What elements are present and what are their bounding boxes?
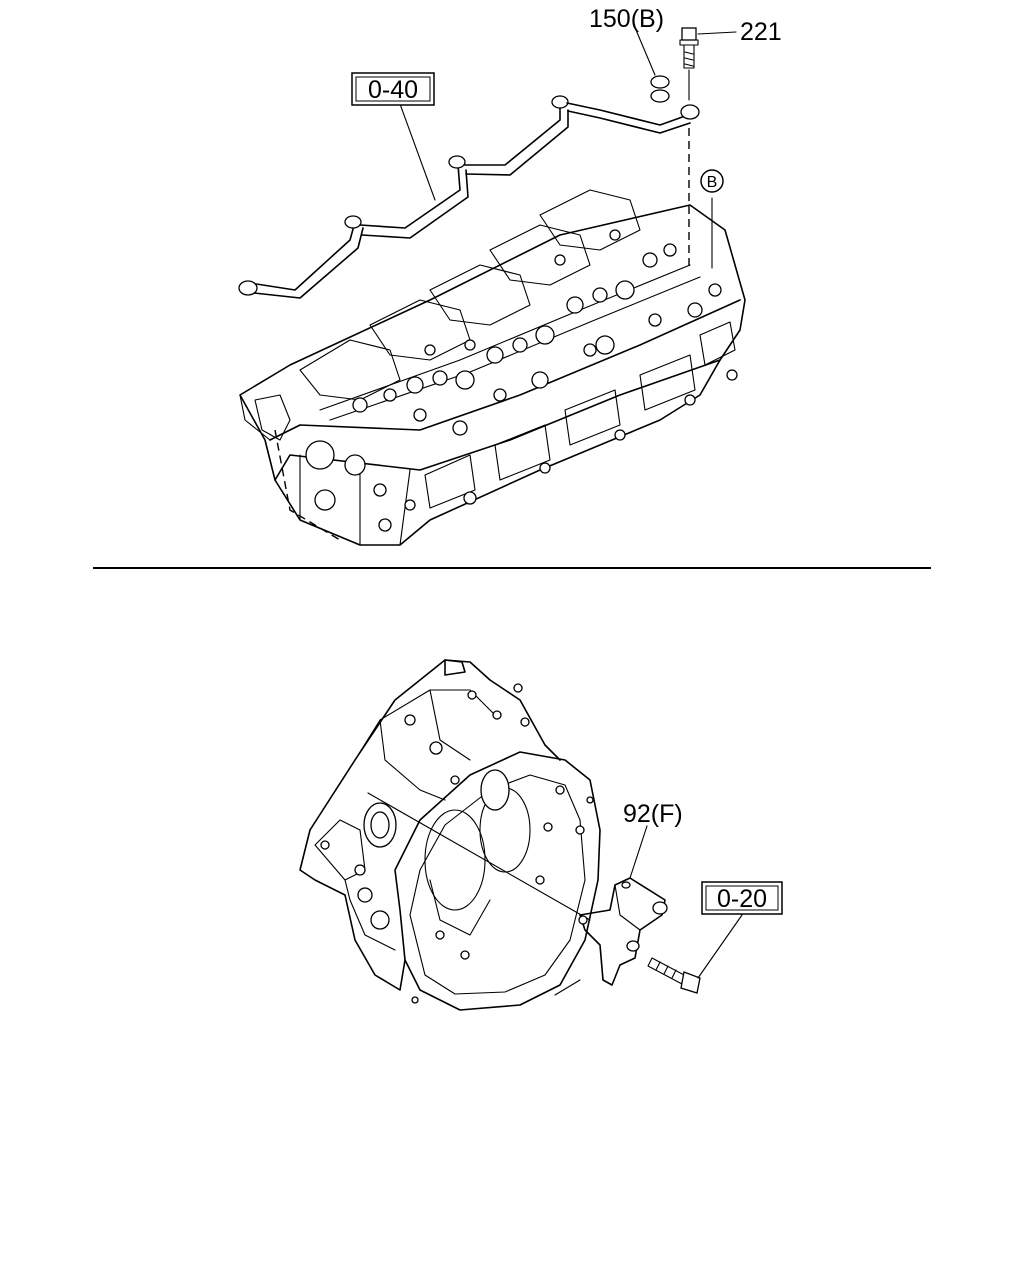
leader-0-40 — [399, 103, 436, 201]
bracket-92f-illustration — [578, 877, 668, 986]
mount-line — [367, 792, 591, 921]
leader-0-20 — [697, 914, 743, 979]
bolt-0-20-illustration — [647, 957, 701, 994]
flywheel-housing-illustration — [299, 659, 601, 1011]
leader-92f — [629, 825, 648, 879]
ref-label-0-40: 0-40 — [368, 76, 418, 104]
reference-box-0-40[interactable]: 0-40 — [351, 72, 435, 106]
leak-off-pipe — [238, 95, 700, 299]
leader-221 — [697, 31, 737, 35]
gasket-washers-illustration — [650, 75, 670, 103]
cylinder-head-illustration — [239, 189, 746, 546]
reference-box-0-20[interactable]: 0-20 — [701, 881, 783, 915]
leader-150b — [635, 29, 656, 76]
bolt-221-illustration — [679, 27, 699, 101]
ref-label-0-20: 0-20 — [717, 885, 767, 913]
part-label-150b[interactable]: 150(B) — [589, 5, 664, 33]
part-label-221[interactable]: 221 — [740, 18, 782, 46]
part-label-92f[interactable]: 92(F) — [623, 800, 683, 828]
marker-b-label: B — [707, 174, 718, 191]
marker-b[interactable]: B — [700, 169, 724, 193]
